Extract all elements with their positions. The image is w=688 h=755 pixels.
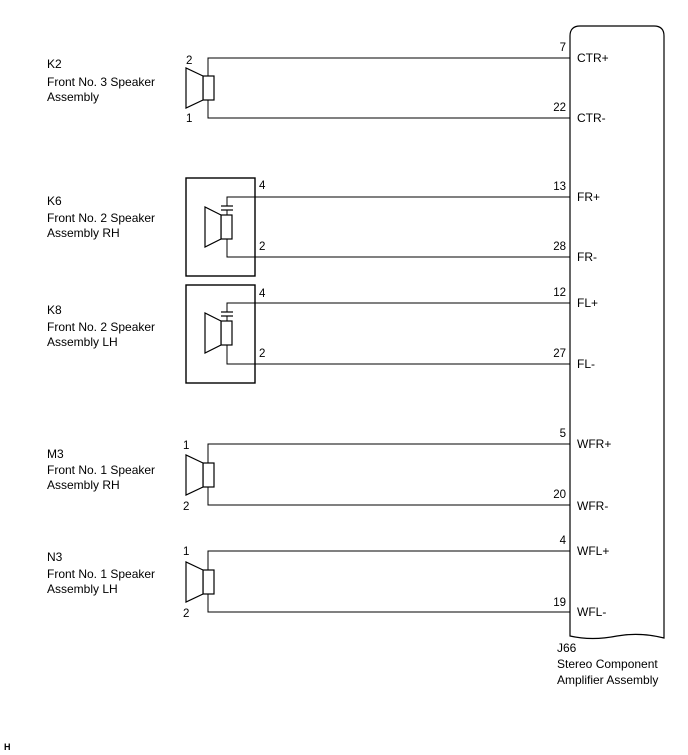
wire-bottom xyxy=(226,345,570,365)
wire-bottom xyxy=(207,487,570,506)
speaker-code: M3 xyxy=(47,447,64,461)
speaker-name-line2: Assembly xyxy=(47,90,99,104)
speaker-icon xyxy=(185,561,215,603)
speaker-name-line2: Assembly RH xyxy=(47,478,120,492)
amp-terminal-fr-minus: 28 FR- xyxy=(553,241,597,264)
wire-bottom xyxy=(207,594,570,613)
amp-pin-number: 12 xyxy=(553,287,566,299)
amplifier-code: J66 xyxy=(557,641,577,655)
amp-pin-number: 7 xyxy=(560,42,566,54)
speaker-name-line1: Front No. 1 Speaker xyxy=(47,567,155,581)
amp-terminal-fr-plus: 13 FR+ xyxy=(553,181,600,204)
wire-top xyxy=(207,57,570,76)
amp-terminal-wfr-minus: 20 WFR- xyxy=(553,489,608,513)
speaker-icon xyxy=(185,454,215,496)
pin-top-label: 4 xyxy=(259,180,266,192)
speaker-code: K8 xyxy=(47,303,62,317)
pin-top-label: 1 xyxy=(183,546,189,558)
speaker-name-line2: Assembly LH xyxy=(47,582,118,596)
amp-signal-label: CTR+ xyxy=(577,51,609,65)
speaker-name-line2: Assembly LH xyxy=(47,335,118,349)
wire-top xyxy=(207,443,570,463)
wire-top xyxy=(207,550,570,570)
pin-top-label: 4 xyxy=(259,288,266,300)
pin-top-label: 2 xyxy=(186,55,192,67)
amp-terminal-wfr-plus: 5 WFR+ xyxy=(560,428,612,451)
pin-bottom-label: 2 xyxy=(259,241,265,253)
amp-signal-label: FR- xyxy=(577,250,597,264)
speaker-code: N3 xyxy=(47,550,63,564)
speaker-name-line1: Front No. 2 Speaker xyxy=(47,211,155,225)
speaker-name-line1: Front No. 2 Speaker xyxy=(47,320,155,334)
speaker-icon xyxy=(185,67,215,109)
speaker-n3: N3 Front No. 1 Speaker Assembly LH 1 2 xyxy=(47,546,570,620)
pin-top-label: 1 xyxy=(183,440,189,452)
amp-pin-number: 4 xyxy=(560,535,567,547)
speaker-code: K6 xyxy=(47,194,62,208)
amp-pin-number: 22 xyxy=(553,102,566,114)
corner-mark: H xyxy=(4,742,11,752)
amp-terminal-ctr-plus: 7 CTR+ xyxy=(560,42,609,65)
amp-pin-number: 27 xyxy=(553,348,566,360)
amplifier-name-line1: Stereo Component xyxy=(557,657,658,671)
amp-signal-label: FL- xyxy=(577,357,595,371)
amp-signal-label: FL+ xyxy=(577,296,598,310)
wire-top xyxy=(226,302,570,312)
amp-signal-label: CTR- xyxy=(577,111,606,125)
amp-signal-label: WFR- xyxy=(577,499,608,513)
wire-bottom xyxy=(226,239,570,258)
amp-signal-label: WFL+ xyxy=(577,544,609,558)
amp-terminal-wfl-plus: 4 WFL+ xyxy=(560,535,610,558)
amp-terminal-ctr-minus: 22 CTR- xyxy=(553,102,605,125)
wire-top xyxy=(226,196,570,206)
speaker-name-line1: Front No. 1 Speaker xyxy=(47,463,155,477)
pin-bottom-label: 1 xyxy=(186,113,192,125)
amp-terminal-wfl-minus: 19 WFL- xyxy=(553,597,606,619)
speaker-name-line2: Assembly RH xyxy=(47,226,120,240)
amp-terminal-fl-minus: 27 FL- xyxy=(553,348,595,371)
amplifier-name-line2: Amplifier Assembly xyxy=(557,673,658,687)
wire-bottom xyxy=(207,100,570,119)
pin-bottom-label: 2 xyxy=(183,501,189,513)
speaker-k2: K2 Front No. 3 Speaker Assembly 2 1 xyxy=(47,55,570,125)
amp-signal-label: WFR+ xyxy=(577,437,611,451)
amp-signal-label: WFL- xyxy=(577,605,606,619)
amp-terminal-fl-plus: 12 FL+ xyxy=(553,287,598,310)
speaker-m3: M3 Front No. 1 Speaker Assembly RH 1 2 xyxy=(47,440,570,513)
amp-pin-number: 28 xyxy=(553,241,566,253)
speaker-code: K2 xyxy=(47,57,62,71)
amp-signal-label: FR+ xyxy=(577,190,600,204)
pin-bottom-label: 2 xyxy=(259,348,265,360)
speaker-k6: K6 Front No. 2 Speaker Assembly RH 4 2 xyxy=(47,177,570,277)
speaker-k8: K8 Front No. 2 Speaker Assembly LH 4 2 xyxy=(47,284,570,384)
speaker-name-line1: Front No. 3 Speaker xyxy=(47,75,155,89)
pin-bottom-label: 2 xyxy=(183,608,189,620)
amp-pin-number: 20 xyxy=(553,489,566,501)
amp-pin-number: 19 xyxy=(553,597,566,609)
amplifier-body xyxy=(569,25,665,640)
amp-pin-number: 13 xyxy=(553,181,566,193)
amp-pin-number: 5 xyxy=(560,428,566,440)
